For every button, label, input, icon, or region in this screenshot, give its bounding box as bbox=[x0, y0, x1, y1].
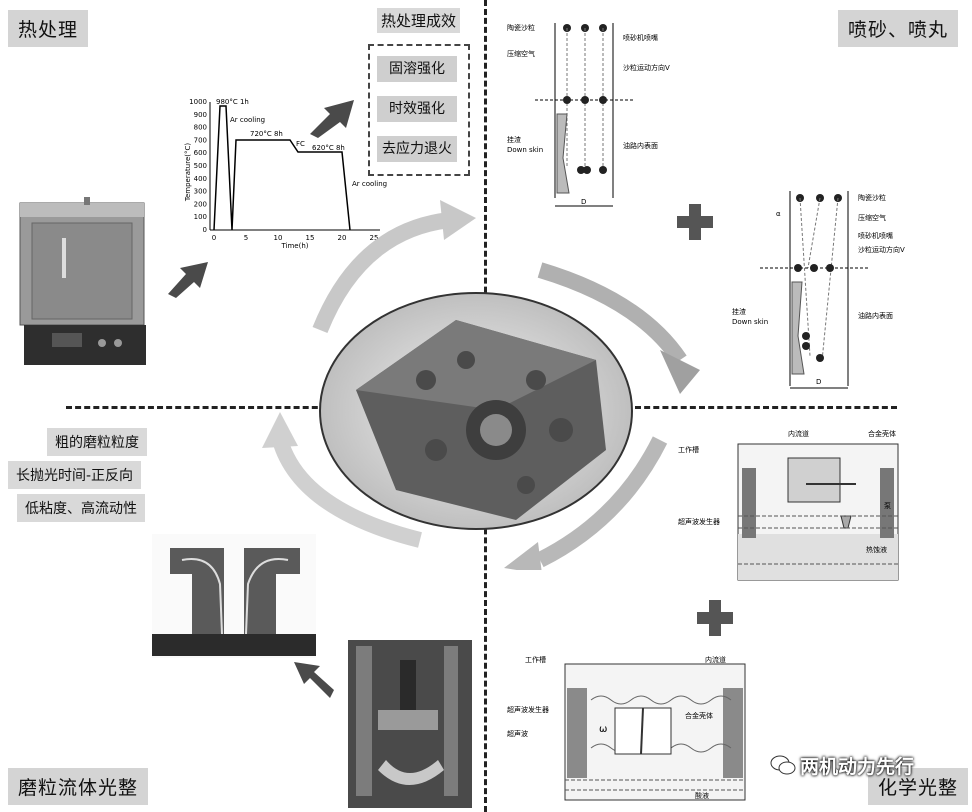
x-tick-label: 20 bbox=[338, 234, 347, 242]
label: 工作槽 bbox=[678, 445, 699, 454]
effect-item: 去应力退火 bbox=[377, 136, 457, 162]
y-axis-label: Temperature(°C) bbox=[184, 143, 192, 202]
plus-icon bbox=[677, 204, 713, 240]
chem-diagram-2: 工作槽 内流道 超声波发生器 超声波 合金壳体 ω 酸液 bbox=[507, 655, 746, 801]
x-tick-label: 0 bbox=[212, 234, 216, 242]
wechat-icon bbox=[770, 755, 796, 775]
x-tick-label: 15 bbox=[306, 234, 315, 242]
y-tick-label: 900 bbox=[194, 111, 207, 119]
heat-treatment-label: 热处理 bbox=[8, 10, 89, 47]
label: 沙粒运动方向V bbox=[858, 245, 905, 254]
abrasive-param: 低粘度、高流动性 bbox=[17, 494, 145, 522]
label: 挂渣 bbox=[507, 135, 521, 144]
annotation: 980°C 1h bbox=[216, 98, 249, 106]
label: 挂渣 bbox=[732, 307, 746, 316]
x-tick-label: 25 bbox=[370, 234, 379, 242]
abrasive-param: 粗的磨粒粒度 bbox=[47, 428, 147, 456]
label: 喷砂机喷嘴 bbox=[623, 33, 658, 42]
label: 陶瓷沙粒 bbox=[858, 193, 886, 202]
blast-diagram-2: α 陶瓷沙粒 压缩空气 喷砂机喷嘴 沙粒运动方向V 挂渣 Down skin 油… bbox=[732, 191, 905, 389]
label: 酸液 bbox=[695, 791, 709, 800]
x-axis-label: Time(h) bbox=[280, 242, 308, 250]
label: 合金壳体 bbox=[685, 711, 713, 720]
label: 超声波发生器 bbox=[507, 705, 549, 714]
machine-image bbox=[348, 640, 472, 808]
central-part-image bbox=[319, 292, 633, 530]
label: 喷砂机喷嘴 bbox=[858, 231, 893, 240]
label: 压缩空气 bbox=[507, 49, 535, 58]
y-tick-label: 500 bbox=[194, 162, 207, 170]
label: 超声波 bbox=[507, 729, 528, 738]
chemical-label: 化学光整 bbox=[868, 768, 969, 805]
label: 工作槽 bbox=[525, 655, 546, 664]
heat-effects-title: 热处理成效 bbox=[377, 8, 461, 33]
annotation: 620°C 8h bbox=[312, 144, 345, 152]
y-tick-label: 800 bbox=[194, 124, 207, 132]
chem-diagram-1: 工作槽 内流道 合金壳体 泵 超声波发生器 热蚀液 bbox=[678, 429, 899, 581]
y-tick-label: 600 bbox=[194, 149, 207, 157]
label: 沙粒运动方向V bbox=[623, 63, 670, 72]
annotation: Ar cooling bbox=[352, 180, 387, 188]
y-tick-label: 400 bbox=[194, 175, 207, 183]
label: 热蚀液 bbox=[866, 545, 887, 554]
label: 内流道 bbox=[705, 655, 726, 664]
horizontal-divider-right bbox=[635, 406, 897, 409]
label: 超声波发生器 bbox=[678, 517, 720, 526]
abrasive-param: 长抛光时间-正反向 bbox=[8, 461, 142, 489]
label: Down skin bbox=[507, 146, 543, 154]
label: 泵 bbox=[884, 502, 891, 510]
label: 陶瓷沙粒 bbox=[507, 23, 535, 32]
label: Down skin bbox=[732, 318, 768, 326]
effect-item: 时效强化 bbox=[377, 96, 457, 122]
label: D bbox=[816, 378, 821, 386]
label: 压缩空气 bbox=[858, 213, 886, 222]
y-tick-label: 700 bbox=[194, 136, 207, 144]
specimen-image bbox=[152, 534, 316, 658]
y-tick-label: 200 bbox=[194, 200, 207, 208]
blast-diagram-1: 陶瓷沙粒 压缩空气 喷砂机喷嘴 沙粒运动方向V 挂渣 Down skin 油路内… bbox=[507, 23, 670, 207]
plus-icon bbox=[697, 600, 733, 636]
heat-effects-box: 固溶强化 时效强化 去应力退火 bbox=[368, 44, 470, 176]
label: ω bbox=[599, 724, 607, 735]
x-tick-label: 5 bbox=[244, 234, 248, 242]
arrow-icon bbox=[310, 100, 354, 138]
abrasive-flow-label: 磨粒流体光整 bbox=[8, 768, 149, 805]
label: α bbox=[776, 210, 781, 218]
annotation: 720°C 8h bbox=[250, 130, 283, 138]
watermark: 两机动力先行 bbox=[800, 756, 915, 778]
cycle-arrows bbox=[262, 200, 700, 570]
effect-item: 固溶强化 bbox=[377, 56, 457, 82]
furnace-image bbox=[19, 197, 146, 365]
label: 油路内表面 bbox=[858, 311, 893, 320]
annotation: FC bbox=[296, 140, 305, 148]
y-tick-label: 100 bbox=[194, 213, 207, 221]
arrow-icon bbox=[168, 262, 208, 298]
horizontal-divider-left bbox=[66, 406, 336, 409]
y-tick-label: 1000 bbox=[189, 98, 207, 106]
label: D bbox=[581, 198, 586, 206]
label: 合金壳体 bbox=[868, 429, 896, 438]
y-tick-label: 300 bbox=[194, 188, 207, 196]
annotation: Ar cooling bbox=[230, 116, 265, 124]
sandblast-label: 喷砂、喷丸 bbox=[838, 10, 959, 47]
label: 内流道 bbox=[788, 429, 809, 438]
y-tick-label: 0 bbox=[203, 226, 207, 234]
label: 油路内表面 bbox=[623, 141, 658, 150]
arrow-icon bbox=[294, 662, 334, 698]
x-tick-label: 10 bbox=[274, 234, 283, 242]
